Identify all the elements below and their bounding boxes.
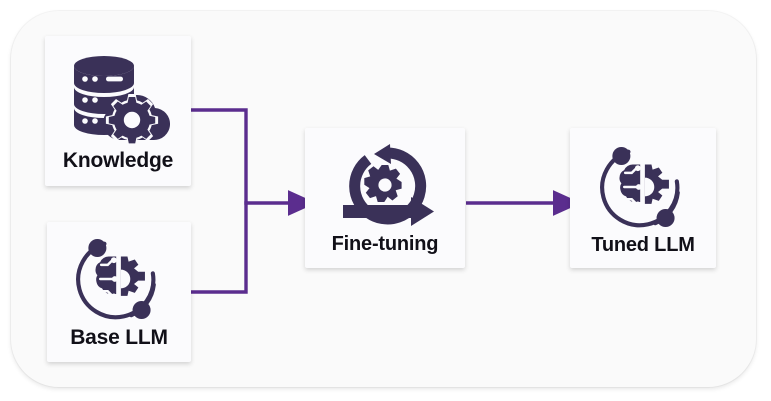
brain-gear-orbit-icon bbox=[600, 146, 680, 228]
brain-gear-orbit-icon bbox=[76, 238, 156, 320]
node-base-llm-label: Base LLM bbox=[70, 326, 168, 349]
node-knowledge[interactable]: Knowledge bbox=[45, 36, 191, 186]
node-tuned-llm[interactable]: Tuned LLM bbox=[570, 128, 716, 268]
cycle-gear-arrow-icon bbox=[343, 143, 434, 226]
node-tuned-llm-icon-wrap bbox=[570, 140, 716, 234]
database-cloud-gear-icon bbox=[74, 55, 170, 146]
node-base-llm[interactable]: Base LLM bbox=[47, 222, 191, 362]
node-base-llm-icon-wrap bbox=[47, 232, 191, 326]
node-knowledge-icon-wrap bbox=[45, 50, 191, 149]
node-fine-tuning[interactable]: Fine-tuning bbox=[305, 128, 465, 268]
node-knowledge-label: Knowledge bbox=[62, 149, 174, 172]
node-tuned-llm-label: Tuned LLM bbox=[591, 234, 695, 256]
node-fine-tuning-label: Fine-tuning bbox=[331, 233, 439, 255]
node-fine-tuning-icon-wrap bbox=[305, 140, 465, 233]
